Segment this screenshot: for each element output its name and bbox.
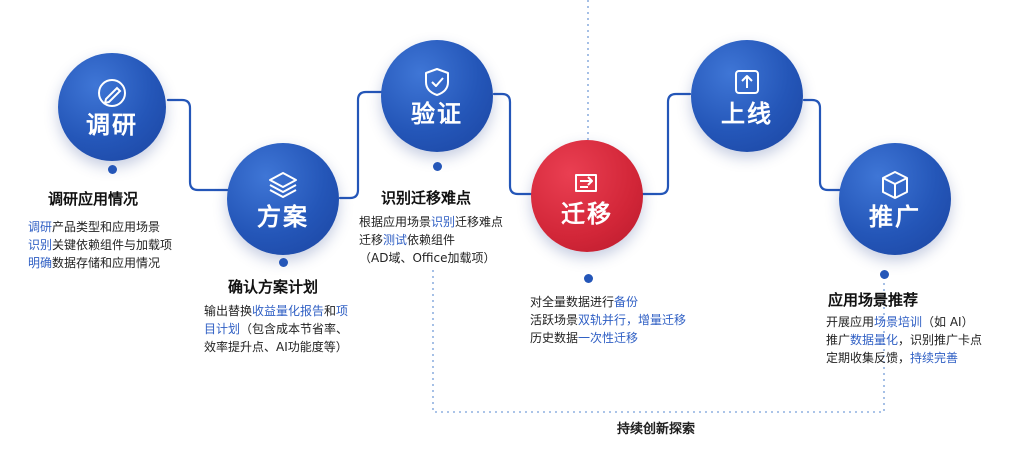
migrate-dot bbox=[584, 274, 593, 283]
research-line-2: 识别关键依赖组件与加载项 bbox=[28, 238, 173, 252]
promote-title: 应用场景推荐 bbox=[828, 291, 919, 309]
shield-check-icon bbox=[425, 67, 449, 96]
loop-label: 持续创新探索 bbox=[617, 422, 696, 437]
promote-desc: 开展应用场景培训（如 AI） 推广数据量化，识别推广卡点 定期收集反馈，持续完善 bbox=[826, 315, 983, 365]
pencil-ring-icon bbox=[98, 78, 126, 107]
connector-plan-verify bbox=[338, 90, 384, 200]
plan-dot bbox=[279, 258, 288, 267]
connector-migrate-launch bbox=[640, 92, 692, 196]
step-launch-label: 上线 bbox=[721, 99, 773, 128]
research-line-3: 明确数据存储和应用情况 bbox=[28, 256, 161, 270]
connector-launch-promote bbox=[802, 98, 842, 192]
step-research: 调研 bbox=[58, 53, 166, 161]
connector-research-plan bbox=[166, 98, 230, 192]
migrate-desc: 对全量数据进行备份 活跃场景双轨并行，增量迁移 历史数据一次性迁移 bbox=[530, 295, 687, 345]
research-line-1: 调研产品类型和应用场景 bbox=[28, 220, 161, 234]
promote-dot bbox=[880, 270, 889, 279]
step-verify-label: 验证 bbox=[411, 99, 463, 128]
step-research-label: 调研 bbox=[86, 110, 138, 139]
connector-verify-migrate bbox=[492, 92, 534, 196]
step-plan-label: 方案 bbox=[257, 202, 309, 231]
step-verify: 验证 bbox=[381, 40, 493, 152]
plan-title: 确认方案计划 bbox=[228, 278, 319, 296]
step-plan: 方案 bbox=[227, 143, 339, 255]
step-migrate: 迁移 bbox=[531, 140, 643, 252]
plan-desc: 输出替换收益量化报告和项 目计划（包含成本节省率、 效率提升点、AI功能度等） bbox=[204, 304, 349, 354]
research-title: 调研应用情况 bbox=[48, 190, 139, 208]
verify-desc: 根据应用场景识别迁移难点 迁移测试依赖组件 （AD域、Office加载项） bbox=[359, 215, 504, 265]
cube-icon bbox=[882, 170, 908, 199]
stack-layers-icon bbox=[269, 171, 297, 198]
arrow-up-box-icon bbox=[735, 69, 759, 94]
verify-dot bbox=[433, 162, 442, 171]
step-launch: 上线 bbox=[691, 40, 803, 152]
step-migrate-label: 迁移 bbox=[561, 199, 613, 228]
research-desc: 调研产品类型和应用场景 识别关键依赖组件与加载项 明确数据存储和应用情况 bbox=[28, 218, 172, 272]
transfer-box-icon bbox=[575, 173, 597, 192]
loop-dash-line bbox=[432, 270, 885, 413]
step-promote: 推广 bbox=[839, 143, 951, 255]
research-dot bbox=[108, 165, 117, 174]
step-promote-label: 推广 bbox=[869, 202, 921, 231]
verify-title: 识别迁移难点 bbox=[381, 189, 472, 207]
